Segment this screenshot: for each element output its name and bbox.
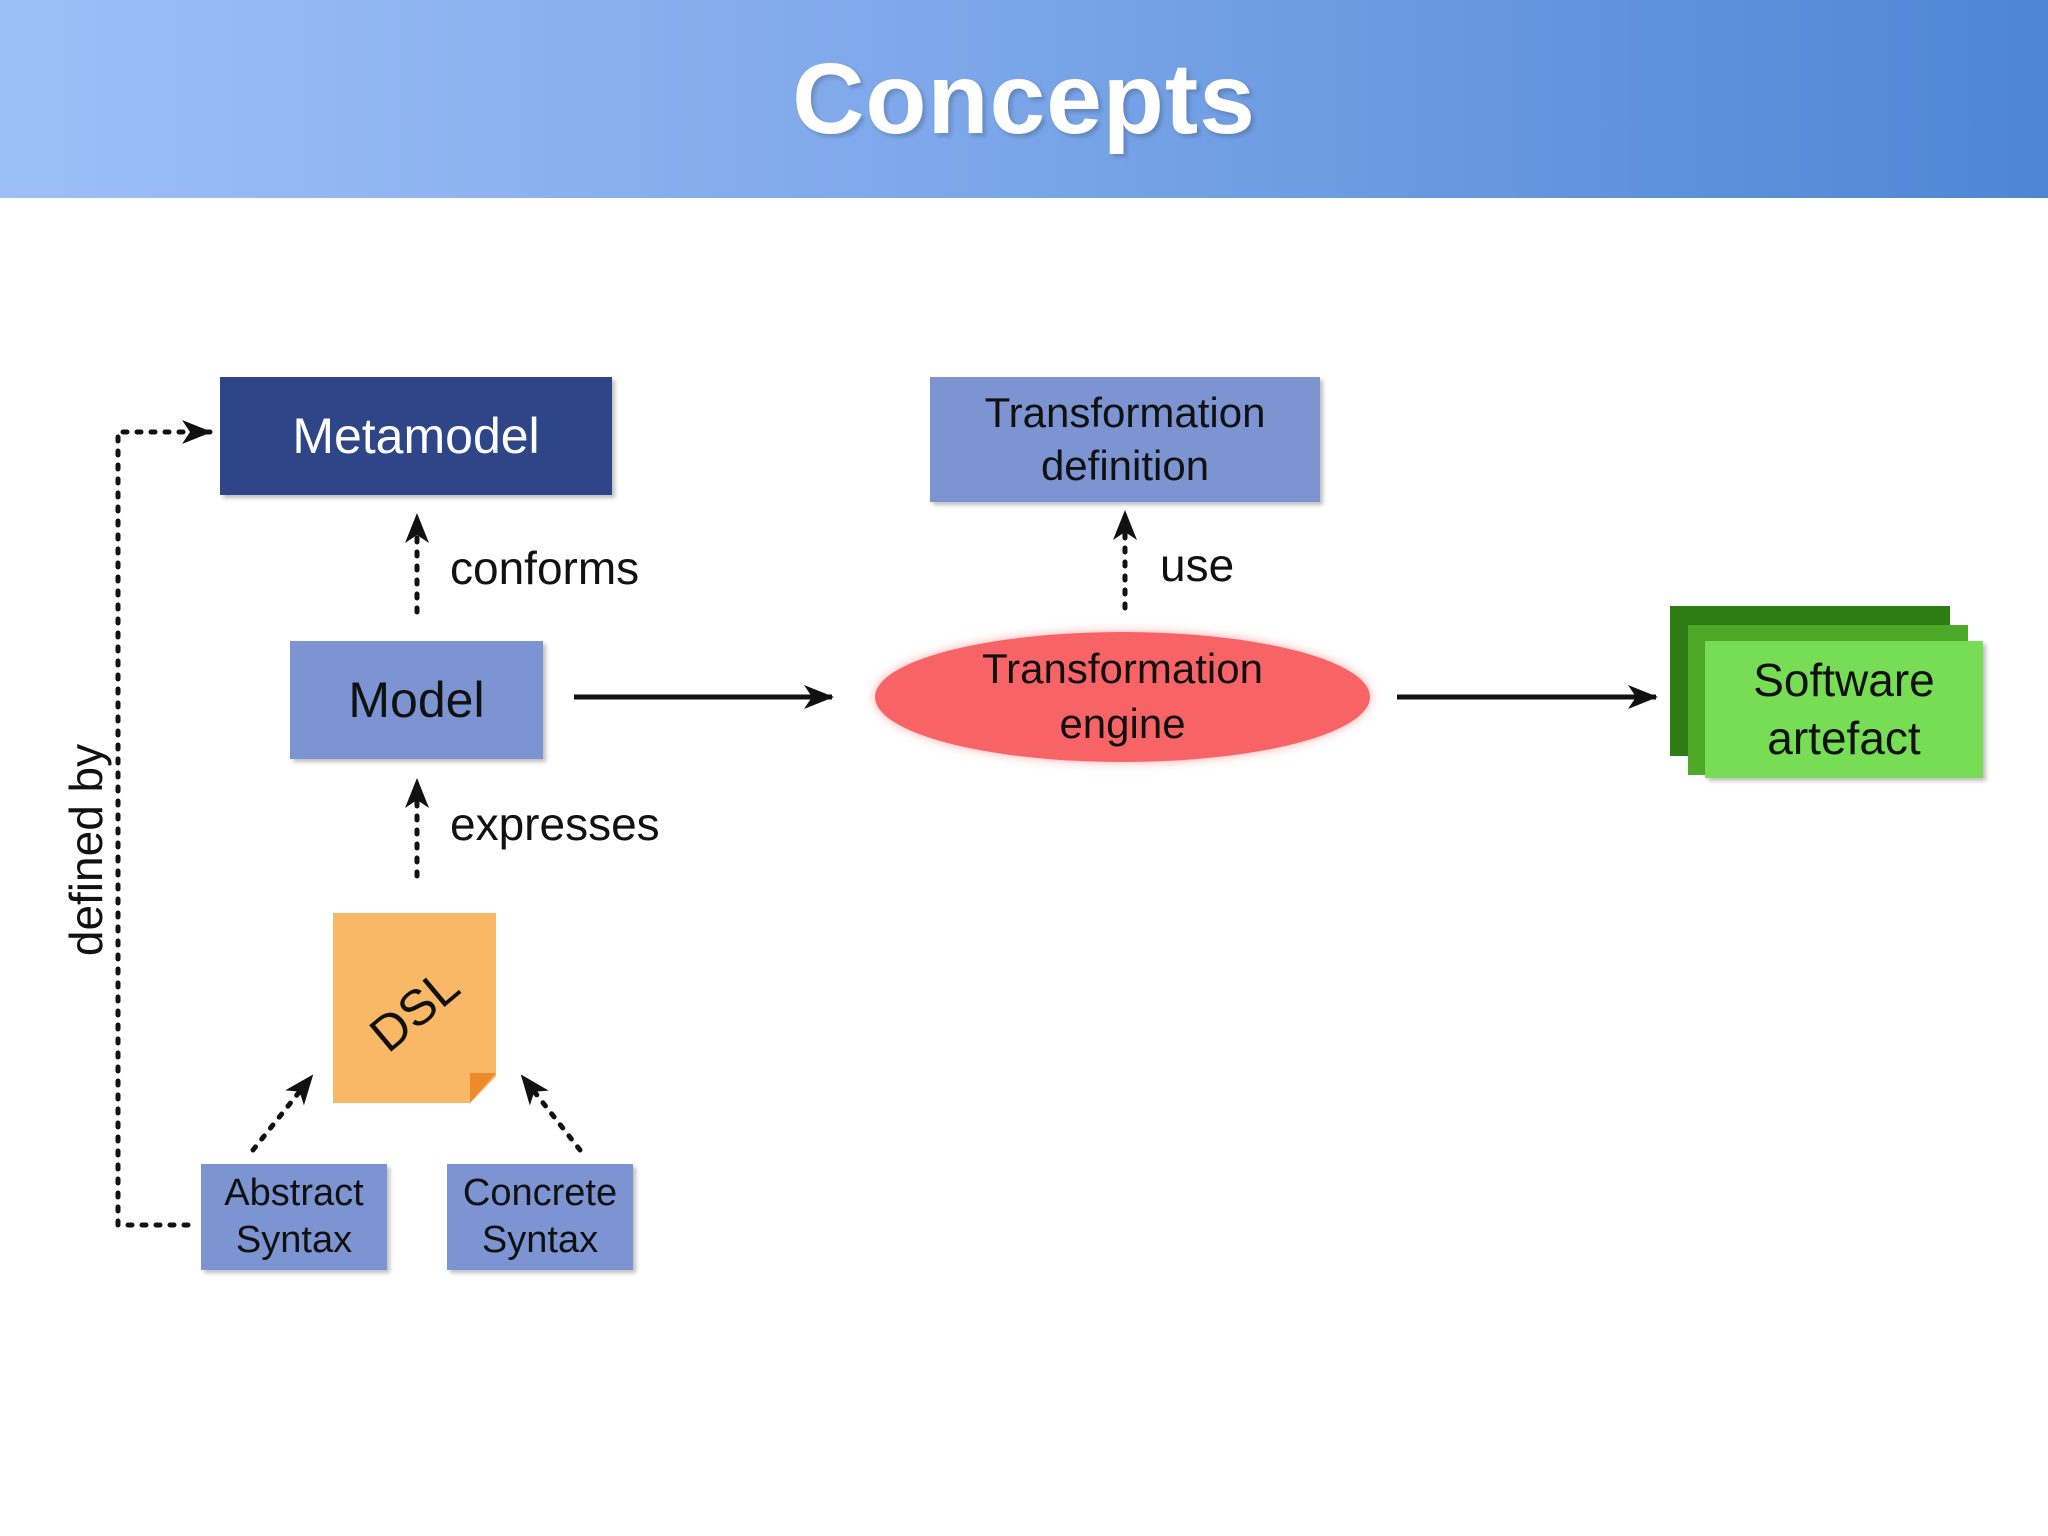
use-label: use [1160, 539, 1235, 591]
defined-by-label: defined by [60, 743, 112, 957]
model-box: Model [290, 641, 543, 759]
model-label: Model [348, 671, 485, 728]
software-artefact-line-2: artefact [1767, 711, 1921, 764]
metamodel-label: Metamodel [292, 407, 540, 464]
slide-title: Concepts [792, 42, 1256, 155]
concrete-syntax-line-1: Concrete [462, 1171, 618, 1214]
expresses-label: expresses [450, 798, 660, 850]
defined-by-connector [115, 420, 213, 1228]
abstract-to-dsl-connector [250, 1073, 315, 1153]
transformation-engine-line-1: Transformation [982, 645, 1263, 693]
software-artefact-line-1: Software [1753, 654, 1935, 706]
transformation-definition-line-1: Transformation [984, 389, 1266, 436]
metamodel-box: Metamodel [220, 377, 612, 495]
dsl-note [333, 913, 496, 1103]
abstract-syntax-line-1: Abstract [224, 1171, 364, 1214]
conforms-label: conforms [450, 542, 640, 594]
slide-header: Concepts [0, 0, 2048, 198]
transformation-engine-ellipse: Transformation engine [875, 632, 1370, 762]
abstract-syntax-box: Abstract Syntax [201, 1164, 387, 1270]
transformation-definition-line-2: definition [1040, 441, 1210, 489]
abstract-syntax-line-2: Syntax [235, 1219, 353, 1261]
transformation-definition-box: Transformation definition [930, 377, 1320, 502]
concrete-syntax-line-2: Syntax [481, 1219, 599, 1261]
software-artefact-box: Software artefact [1705, 641, 1983, 778]
concrete-to-dsl-connector [519, 1073, 583, 1153]
transformation-engine-line-2: engine [1059, 700, 1186, 747]
concrete-syntax-box: Concrete Syntax [447, 1164, 633, 1270]
